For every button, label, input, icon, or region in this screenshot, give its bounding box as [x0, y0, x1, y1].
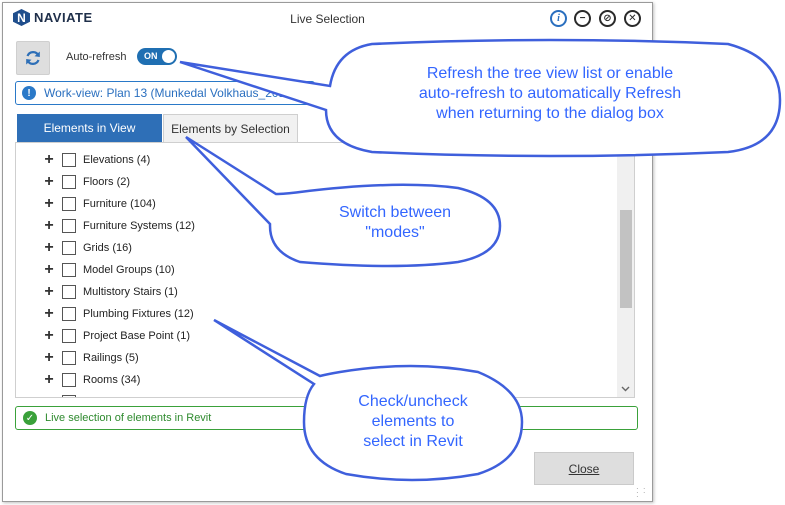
work-view-bar: ! Work-view: Plan 13 (Munkedal Volkhaus_… [15, 81, 315, 105]
plus-icon[interactable]: + [43, 394, 55, 398]
tree-item-checkbox[interactable] [62, 285, 76, 299]
modes-callout-line-2: "modes" [365, 224, 425, 241]
tree-item-checkbox[interactable] [62, 351, 76, 365]
plus-icon[interactable]: + [44, 261, 54, 278]
check-callout-text: Check/uncheck elements to select in Revi… [318, 392, 508, 452]
tab-elements-in-view[interactable]: Elements in View [17, 114, 162, 142]
scroll-thumb[interactable] [620, 210, 632, 308]
modes-callout-line-1: Switch between [338, 204, 452, 221]
refresh-callout-line-3: when returning to the dialog box [436, 105, 664, 122]
tree-item-label: Railings (5) [83, 352, 139, 364]
tree-item-checkbox[interactable] [62, 307, 76, 321]
chevron-up-icon[interactable] [617, 143, 634, 160]
tree-item-checkbox[interactable] [62, 175, 76, 189]
tree-item-checkbox[interactable] [62, 263, 76, 277]
chevron-down-icon[interactable] [617, 380, 634, 397]
plus-icon[interactable]: + [44, 239, 54, 256]
toggle-state-text: ON [144, 51, 158, 61]
refresh-callout-line-2: auto-refresh to automatically Refresh [418, 85, 682, 102]
plus-icon[interactable]: + [44, 217, 54, 234]
tab-elements-by-selection[interactable]: Elements by Selection [163, 114, 298, 142]
modes-callout-text: Switch between "modes" [300, 203, 490, 243]
close-icon[interactable]: ✕ [624, 10, 641, 27]
tree-item-label: Plumbing Fixtures (12) [83, 308, 194, 320]
info-icon[interactable]: i [550, 10, 567, 27]
tree-item-checkbox[interactable] [62, 329, 76, 343]
refresh-button[interactable] [16, 41, 50, 75]
tree-item-checkbox[interactable] [62, 197, 76, 211]
tree-item-label: Furniture Systems (12) [83, 220, 195, 232]
tree-item-checkbox[interactable] [62, 395, 76, 397]
auto-refresh-label: Auto-refresh [66, 51, 127, 63]
tree-item-label: Project Base Point (1) [83, 330, 190, 342]
tree-item-checkbox[interactable] [62, 373, 76, 387]
title-bar: N NAVIATE Live Selection i − ⊘ ✕ [3, 3, 652, 34]
tree-item-checkbox[interactable] [62, 241, 76, 255]
auto-refresh-toggle[interactable]: ON [137, 48, 177, 65]
close-button[interactable]: Close [534, 452, 634, 485]
tree-item-checkbox[interactable] [62, 153, 76, 167]
plus-icon[interactable]: + [44, 305, 54, 322]
check-circle-icon: ✓ [23, 411, 37, 425]
plus-icon[interactable]: + [44, 283, 54, 300]
tree-item-checkbox[interactable] [62, 219, 76, 233]
refresh-callout-text: Refresh the tree view list or enable aut… [392, 64, 708, 124]
naviate-logo: N NAVIATE [13, 9, 93, 26]
minimize-icon[interactable]: − [574, 10, 591, 27]
window-title: Live Selection [290, 12, 365, 26]
naviate-logo-text: NAVIATE [34, 10, 93, 25]
plus-icon[interactable]: + [44, 349, 54, 366]
plus-icon[interactable]: + [44, 371, 54, 388]
tree-item-label: Grids (16) [83, 242, 132, 254]
tree-item-label: Floors (2) [83, 176, 131, 188]
check-callout-line-1: Check/uncheck [358, 393, 468, 410]
toggle-knob [162, 50, 175, 63]
refresh-callout-line-1: Refresh the tree view list or enable [426, 65, 674, 82]
element-tree: + Elevations (4) + Floors (2) + Furnitur… [15, 142, 635, 398]
plus-icon[interactable]: + [44, 151, 54, 168]
tree-item-label: Elevations (4) [83, 154, 151, 166]
plus-icon[interactable]: + [44, 195, 54, 212]
naviate-logo-icon: N [13, 9, 30, 26]
restore-icon[interactable]: ⊘ [599, 10, 616, 27]
check-callout-line-2: elements to [371, 413, 455, 430]
refresh-icon [26, 51, 40, 65]
work-view-text: Work-view: Plan 13 (Munkedal Volkhaus_20… [44, 86, 286, 100]
plus-icon[interactable]: + [44, 327, 54, 344]
tree-item-label: Rooms (34) [83, 374, 141, 386]
tree-item-label: Furniture (104) [83, 198, 156, 210]
check-callout-line-3: select in Revit [363, 433, 463, 450]
tree-scrollbar[interactable] [617, 143, 634, 397]
status-text: Live selection of elements in Revit [45, 412, 212, 424]
exclamation-icon: ! [22, 86, 36, 100]
plus-icon[interactable]: + [44, 173, 54, 190]
tree-item-label: Multistory Stairs (1) [83, 286, 178, 298]
resize-grip-icon[interactable]: · ·· · · [636, 484, 647, 501]
tree-item-label: Model Groups (10) [83, 264, 175, 276]
